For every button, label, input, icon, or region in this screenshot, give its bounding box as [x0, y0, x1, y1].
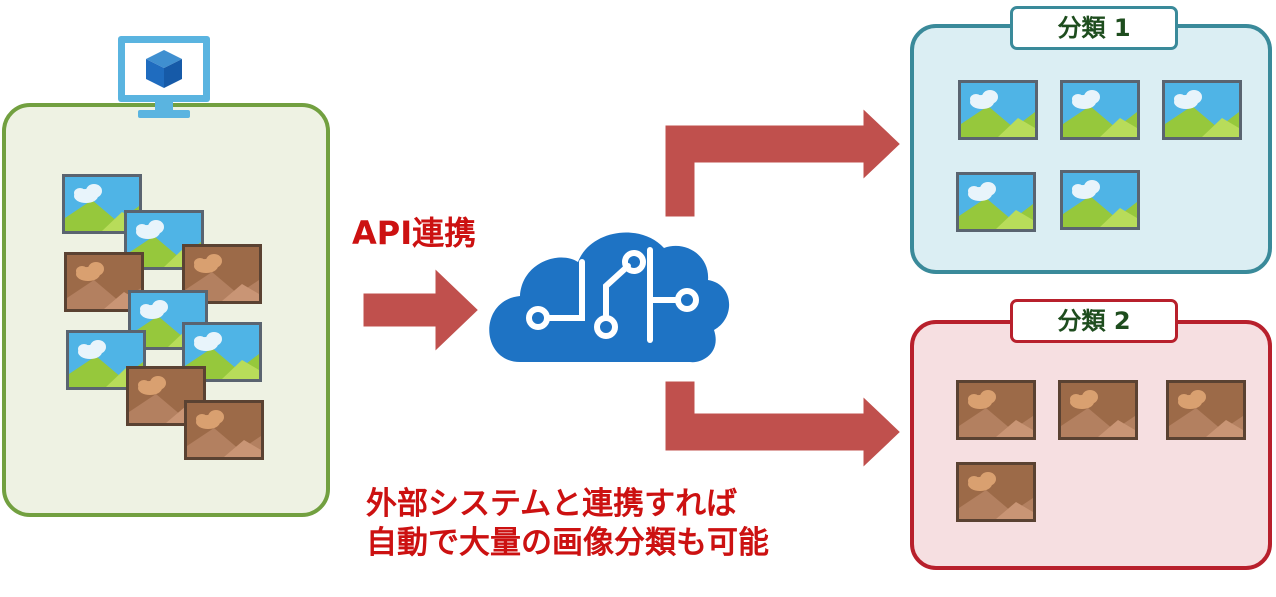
landscape-image-icon — [958, 80, 1038, 140]
group-1-panel — [910, 24, 1272, 274]
output-arrow-2 — [662, 378, 905, 474]
mountain-image-icon — [1058, 380, 1138, 440]
mountain-image-icon — [956, 380, 1036, 440]
caption: 外部システムと連携すれば 自動で大量の画像分類も可能 — [366, 485, 886, 563]
caption-line-1: 外部システムと連携すれば — [366, 486, 738, 522]
landscape-image-icon — [1060, 80, 1140, 140]
mountain-image-icon — [1166, 380, 1246, 440]
mountain-image-icon — [184, 400, 264, 460]
group-2-label: 分類 2 — [1010, 299, 1178, 343]
mountain-image-icon — [956, 462, 1036, 522]
output-arrow-1 — [662, 102, 905, 220]
monitor-cube-icon — [118, 36, 210, 118]
landscape-image-icon — [1060, 170, 1140, 230]
input-arrow — [360, 262, 483, 358]
group-2-panel — [910, 320, 1272, 570]
landscape-image-icon — [956, 172, 1036, 232]
api-link-label: API連携 — [352, 214, 477, 252]
group-1-label: 分類 1 — [1010, 6, 1178, 50]
landscape-image-icon — [1162, 80, 1242, 140]
caption-line-2: 自動で大量の画像分類も可能 — [366, 525, 769, 561]
cognitive-services-cloud-icon — [489, 232, 730, 363]
